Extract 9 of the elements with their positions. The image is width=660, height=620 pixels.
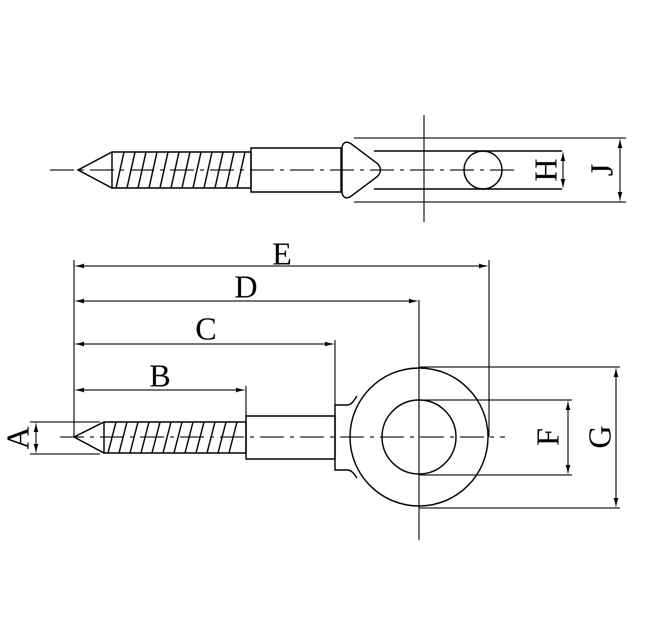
dimension-label: E — [273, 244, 290, 264]
dimension-label: F — [538, 429, 558, 445]
dimension-label: J — [591, 164, 613, 176]
dimension-label: H — [536, 159, 556, 181]
dimension-label: D — [235, 276, 256, 298]
dimension-label: B — [150, 365, 170, 387]
dimension-label: A — [7, 426, 29, 450]
dimension-label: G — [589, 426, 611, 448]
dimension-label: C — [196, 318, 215, 340]
